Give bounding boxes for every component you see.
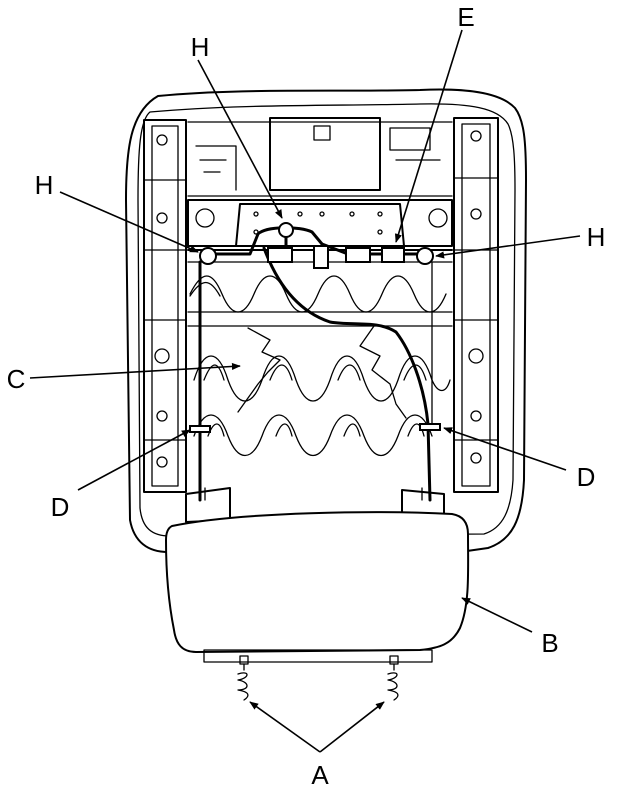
callout-label-c: C bbox=[7, 364, 26, 394]
seat-cover-inner-outline bbox=[137, 103, 516, 537]
callout-label-e: E bbox=[457, 2, 474, 32]
left-side-frame bbox=[143, 119, 187, 493]
cushion-bottom-flange bbox=[203, 649, 433, 663]
right-side-frame bbox=[453, 117, 499, 493]
sensor-plate bbox=[235, 203, 405, 247]
front-cushion-pad bbox=[164, 511, 470, 654]
callout-label-b: B bbox=[541, 628, 558, 658]
callout-label-h-right: H bbox=[587, 222, 606, 252]
harness-connectors bbox=[267, 245, 405, 269]
callout-label-d-left: D bbox=[51, 492, 70, 522]
callout-label-a: A bbox=[311, 760, 329, 790]
upper-bracket bbox=[187, 117, 453, 247]
callout-label-d-right: D bbox=[577, 462, 596, 492]
retaining-springs bbox=[237, 655, 399, 701]
harness-clips bbox=[199, 222, 434, 265]
seat-springs bbox=[189, 275, 451, 456]
callout-label-h-left: H bbox=[35, 170, 54, 200]
seat-cover-outline bbox=[125, 88, 527, 553]
callout-label-h-top: H bbox=[191, 32, 210, 62]
callout-leaders bbox=[29, 29, 581, 753]
harness-straps bbox=[189, 423, 441, 433]
